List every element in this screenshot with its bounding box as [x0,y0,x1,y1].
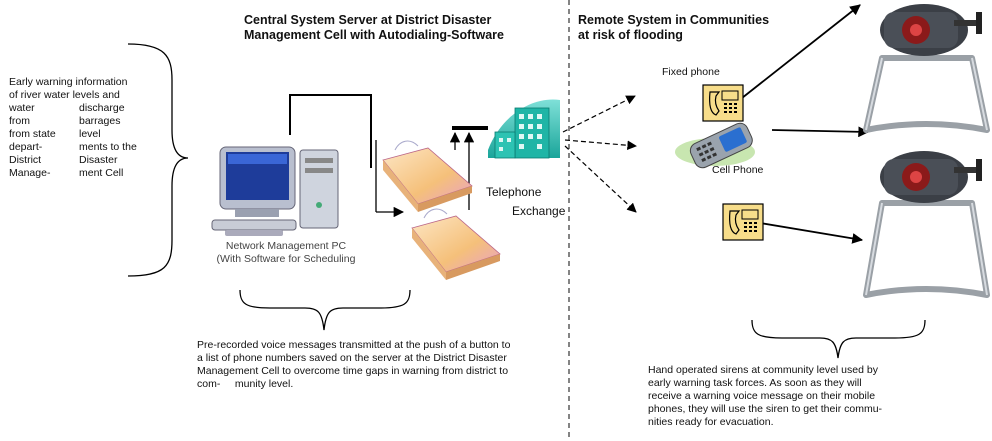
early-warning-line1: Early warning information [9,76,128,88]
telephone-exchange-label-line2: Exchange [512,204,566,218]
siren-icon [863,151,990,298]
telephone-exchange-label-line1: Telephone [486,185,542,199]
siren-icon [863,4,990,133]
early-warning-line2: of river water levels and [9,89,120,101]
dashed-arrow-fixed [562,95,636,133]
bottom-left-brace [239,289,411,331]
left-brace [127,43,189,277]
arrow-to-siren-top [741,4,861,99]
pc-label-line2: (With Software for Scheduling [216,253,356,265]
early-warning-row: depart-ments to the [9,141,137,153]
modem-icon [382,140,473,212]
building-icon [488,99,560,159]
modem-icon [411,208,501,280]
caption-line: Pre-recorded voice messages transmitted … [197,339,511,351]
caption-line: com- munity level. [197,378,294,390]
caption-line: early warning task forces. As soon as th… [648,377,862,389]
central-heading-line2: Management Cell with Autodialing-Softwar… [244,28,504,42]
pc-cable [289,94,372,168]
caption-line: Management Cell to overcome time gaps in… [197,365,509,377]
central-heading: Central System Server at District Disast… [244,13,504,43]
bottom-right-caption: Hand operated sirens at community level … [648,364,882,429]
bottom-left-caption: Pre-recorded voice messages transmitted … [197,339,510,391]
fixed-phone-icon [702,84,744,122]
remote-heading: Remote System in Communities at risk of … [578,13,769,43]
cell-phone-icon [675,122,755,169]
early-warning-text: Early warning information of river water… [9,76,137,180]
early-warning-row: Manage-ment Cell [9,167,124,179]
caption-line: receive a warning voice message on their… [648,390,876,402]
dashed-arrow-cell [564,139,637,151]
bottom-right-brace [751,319,926,359]
caption-line: phones, they will use the siren to get t… [648,403,883,415]
remote-heading-line1: Remote System in Communities [578,13,770,27]
caption-line: Hand operated sirens at community level … [648,364,878,376]
fixed-phone-label: Fixed phone [662,66,720,78]
computer-icon [211,146,339,236]
arrow-to-siren-bottom [759,222,864,244]
dashed-arrow-fixed2 [564,145,637,213]
caption-line: a list of phone numbers saved on the ser… [197,352,507,364]
arrow-to-siren-mid [771,126,870,138]
caption-line: nities ready for evacuation. [648,416,774,428]
cell-phone-label: Cell Phone [712,164,764,176]
remote-heading-line2: at risk of flooding [578,28,683,42]
pc-label: Network Management PC (With Software for… [196,240,376,266]
pc-label-line1: Network Management PC [225,240,347,252]
central-heading-line1: Central System Server at District Disast… [244,13,492,27]
fixed-phone-icon [722,203,764,241]
